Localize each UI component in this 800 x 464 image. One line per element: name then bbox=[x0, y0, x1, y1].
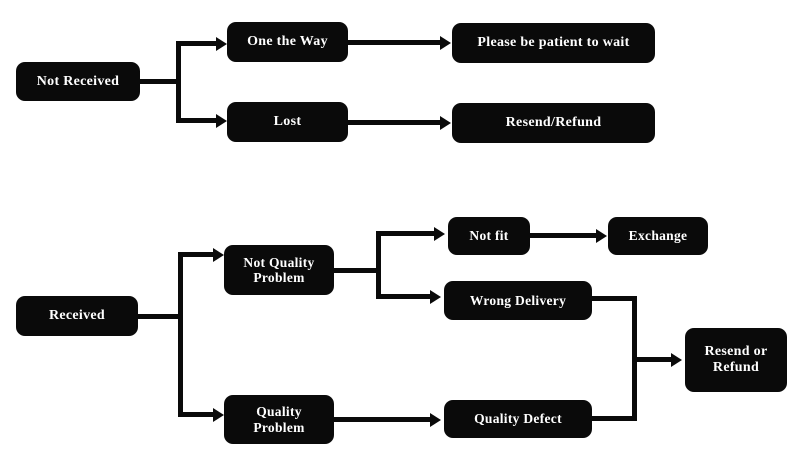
node-received[interactable]: Received bbox=[16, 296, 138, 336]
arrowhead-to-resend-refund bbox=[440, 115, 451, 130]
edge-wrong-delivery-merge bbox=[592, 296, 637, 301]
node-quality-problem-label-line2: Problem bbox=[253, 419, 305, 435]
node-not-received[interactable]: Not Received bbox=[16, 62, 140, 101]
edge-received-stem bbox=[138, 314, 183, 319]
edge-to-lost bbox=[176, 118, 220, 123]
node-please-be-patient-label: Please be patient to wait bbox=[477, 35, 630, 51]
node-not-fit[interactable]: Not fit bbox=[448, 217, 530, 255]
node-not-fit-label: Not fit bbox=[469, 228, 509, 244]
node-not-quality-problem[interactable]: Not Quality Problem bbox=[224, 245, 334, 295]
edge-to-wrong-delivery bbox=[376, 294, 432, 299]
arrowhead-to-quality-problem bbox=[213, 407, 224, 422]
node-resend-or-refund-label-line1: Resend or bbox=[704, 344, 768, 360]
edge-not-received-split bbox=[176, 41, 181, 123]
edge-received-split bbox=[178, 252, 183, 417]
node-please-be-patient-to-wait[interactable]: Please be patient to wait bbox=[452, 23, 655, 63]
arrowhead-to-lost bbox=[216, 113, 227, 128]
node-wrong-delivery-label: Wrong Delivery bbox=[469, 292, 567, 308]
arrowhead-to-not-fit bbox=[434, 226, 445, 241]
edge-quality-problem-to-defect bbox=[334, 417, 432, 422]
edge-to-not-quality-problem bbox=[178, 252, 217, 257]
node-quality-problem-label-line1: Quality bbox=[256, 404, 302, 420]
node-lost[interactable]: Lost bbox=[227, 102, 348, 142]
node-resend-refund[interactable]: Resend/Refund bbox=[452, 103, 655, 143]
node-wrong-delivery[interactable]: Wrong Delivery bbox=[444, 281, 592, 320]
node-resend-refund-label: Resend/Refund bbox=[505, 115, 602, 131]
node-exchange-label: Exchange bbox=[628, 228, 688, 244]
node-exchange[interactable]: Exchange bbox=[608, 217, 708, 255]
node-resend-or-refund[interactable]: Resend or Refund bbox=[685, 328, 787, 392]
edge-not-received-stem bbox=[140, 79, 181, 84]
node-one-the-way-label: One the Way bbox=[247, 34, 328, 50]
edge-quality-defect-merge bbox=[592, 416, 637, 421]
arrowhead-to-exchange bbox=[596, 228, 607, 243]
edge-not-quality-split bbox=[376, 231, 381, 299]
edge-to-one-the-way bbox=[176, 41, 220, 46]
node-resend-or-refund-label-line2: Refund bbox=[712, 360, 760, 375]
edge-lost-to-resend-refund bbox=[348, 120, 440, 125]
node-not-quality-problem-label-line1: Not Quality bbox=[243, 254, 315, 270]
node-received-label: Received bbox=[48, 308, 106, 324]
edge-one-the-way-to-wait bbox=[348, 40, 440, 45]
node-one-the-way[interactable]: One the Way bbox=[227, 22, 348, 62]
node-quality-defect[interactable]: Quality Defect bbox=[444, 400, 592, 438]
node-not-quality-problem-label-line2: Problem bbox=[253, 270, 305, 285]
edge-to-not-fit bbox=[376, 231, 436, 236]
edge-not-quality-problem-stem bbox=[334, 268, 381, 273]
node-not-received-label: Not Received bbox=[36, 73, 120, 89]
arrowhead-to-not-quality-problem bbox=[213, 247, 224, 262]
arrowhead-to-please-wait bbox=[440, 35, 451, 50]
node-lost-label: Lost bbox=[273, 114, 302, 130]
arrowhead-to-quality-defect bbox=[430, 412, 441, 427]
edge-to-quality-problem bbox=[178, 412, 217, 417]
node-quality-problem[interactable]: Quality Problem bbox=[224, 395, 334, 444]
arrowhead-to-wrong-delivery bbox=[430, 289, 441, 304]
edge-not-fit-to-exchange bbox=[530, 233, 596, 238]
edge-merge-to-resend-or-refund bbox=[632, 357, 673, 362]
arrowhead-to-resend-or-refund bbox=[671, 352, 682, 367]
arrowhead-to-one-the-way bbox=[216, 36, 227, 51]
node-quality-defect-label: Quality Defect bbox=[474, 411, 562, 427]
